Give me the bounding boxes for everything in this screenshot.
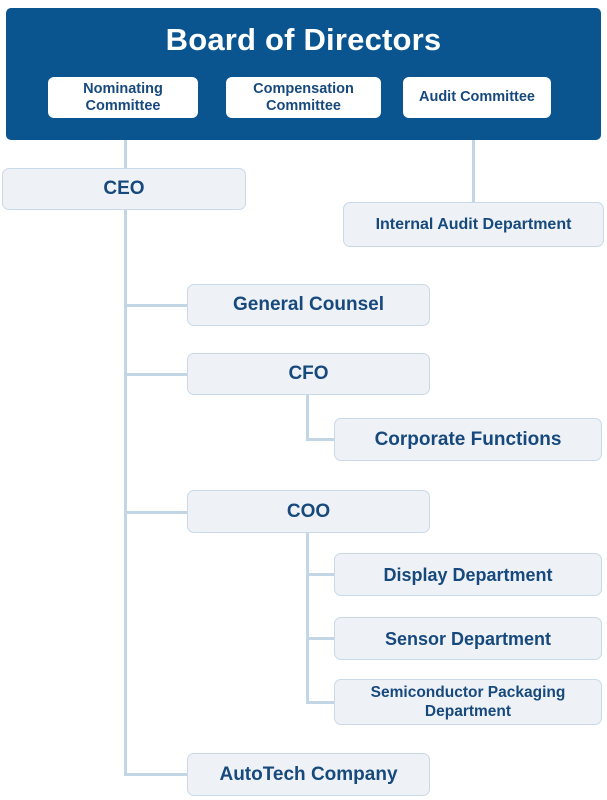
connector-cfo-to-corporate-functions bbox=[306, 438, 336, 441]
connector-board-to-ceo bbox=[124, 140, 127, 170]
committee-box-audit[interactable]: Audit Committee bbox=[403, 77, 551, 118]
connector-coo-to-sensor bbox=[306, 637, 336, 640]
committee-box-nominating[interactable]: Nominating Committee bbox=[48, 77, 198, 118]
connector-ceo-to-general-counsel bbox=[124, 304, 189, 307]
org-node-display-department[interactable]: Display Department bbox=[334, 553, 602, 596]
org-node-sensor-department[interactable]: Sensor Department bbox=[334, 617, 602, 660]
connector-cfo-drop bbox=[306, 395, 309, 440]
org-node-general-counsel[interactable]: General Counsel bbox=[187, 284, 430, 326]
org-node-corporate-functions[interactable]: Corporate Functions bbox=[334, 418, 602, 461]
connector-ceo-to-cfo bbox=[124, 373, 189, 376]
org-node-ceo[interactable]: CEO bbox=[2, 168, 246, 210]
connector-ceo-trunk bbox=[124, 170, 127, 775]
committee-box-compensation[interactable]: Compensation Committee bbox=[226, 77, 381, 118]
connector-ceo-to-autotech bbox=[124, 773, 189, 776]
connector-coo-trunk bbox=[306, 533, 309, 703]
board-of-directors-panel: Board of Directors Nominating Committee … bbox=[6, 8, 601, 140]
org-node-autotech-company[interactable]: AutoTech Company bbox=[187, 753, 430, 796]
connector-ceo-to-coo bbox=[124, 511, 189, 514]
page-title: Board of Directors bbox=[165, 22, 442, 57]
org-node-coo[interactable]: COO bbox=[187, 490, 430, 533]
connector-coo-to-display bbox=[306, 573, 336, 576]
org-node-cfo[interactable]: CFO bbox=[187, 353, 430, 395]
org-node-internal-audit-department[interactable]: Internal Audit Department bbox=[343, 202, 604, 247]
connector-coo-to-semiconductor bbox=[306, 701, 336, 704]
org-node-semiconductor-packaging-department[interactable]: Semiconductor Packaging Department bbox=[334, 679, 602, 725]
connector-audit-committee-to-internal-audit bbox=[472, 110, 475, 205]
